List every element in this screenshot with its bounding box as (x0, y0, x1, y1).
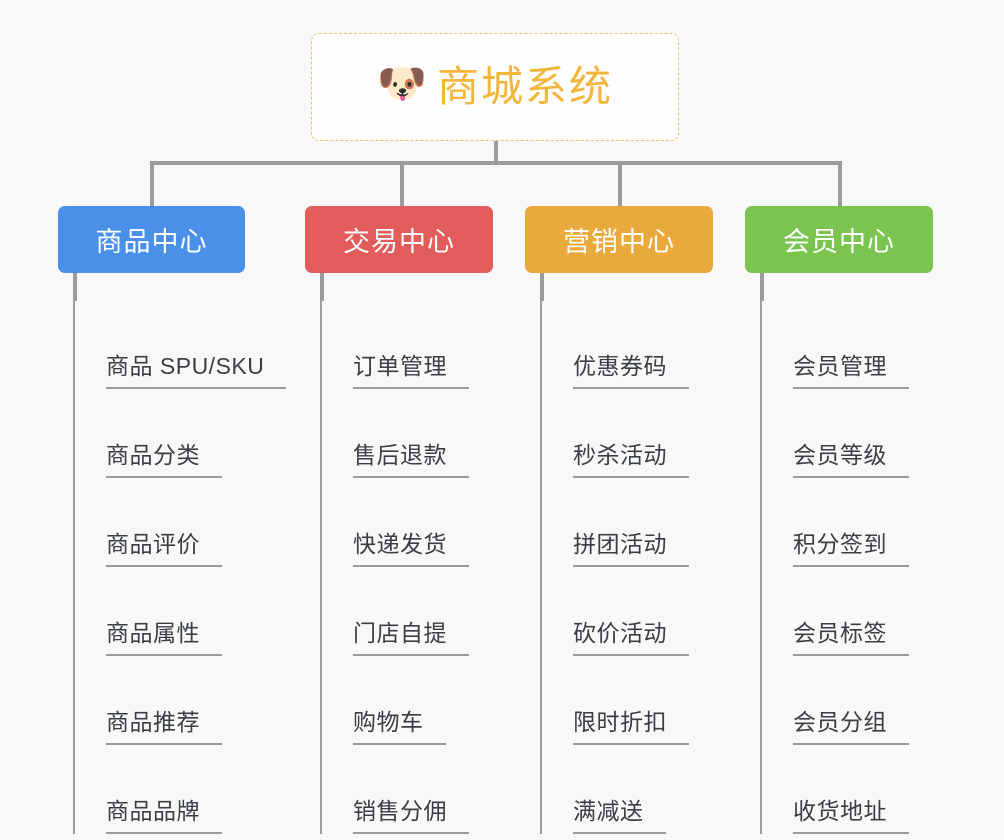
category-header-marketing[interactable]: 营销中心 (525, 206, 713, 273)
connector-root-stem (494, 141, 498, 165)
category-header-trade[interactable]: 交易中心 (305, 206, 493, 273)
list-item[interactable]: 会员标签 (762, 567, 955, 656)
leaf-label: 会员分组 (793, 711, 909, 745)
leaf-label: 商品推荐 (106, 711, 222, 745)
connector-category-stem-1 (73, 273, 77, 301)
list-item[interactable]: 商品品牌 (75, 745, 268, 834)
category-header-member[interactable]: 会员中心 (745, 206, 933, 273)
list-item[interactable]: 秒杀活动 (542, 389, 735, 478)
leaf-label: 满减送 (573, 800, 666, 834)
leaf-label: 会员管理 (793, 355, 909, 389)
list-item[interactable]: 商品分类 (75, 389, 268, 478)
connector-drop-4 (838, 161, 842, 207)
list-item[interactable]: 限时折扣 (542, 656, 735, 745)
dog-face-icon: 🐶 (376, 62, 427, 106)
connector-horizontal-bar (150, 161, 842, 165)
leaf-label: 收货地址 (793, 800, 909, 834)
leaf-list-marketing: 优惠券码 秒杀活动 拼团活动 砍价活动 限时折扣 满减送 (540, 300, 735, 834)
leaf-label: 秒杀活动 (573, 444, 689, 478)
list-item[interactable]: 商品属性 (75, 567, 268, 656)
list-item[interactable]: 优惠券码 (542, 300, 735, 389)
list-item[interactable]: 销售分佣 (322, 745, 515, 834)
connector-category-stem-4 (760, 273, 764, 301)
leaf-label: 商品品牌 (106, 800, 222, 834)
leaf-list-product: 商品 SPU/SKU 商品分类 商品评价 商品属性 商品推荐 商品品牌 (73, 300, 287, 834)
leaf-label: 快递发货 (353, 533, 469, 567)
list-item[interactable]: 收货地址 (762, 745, 955, 834)
leaf-label: 订单管理 (353, 355, 469, 389)
list-item[interactable]: 商品推荐 (75, 656, 268, 745)
category-column-product: 商品中心 商品 SPU/SKU 商品分类 商品评价 商品属性 商品推荐 商品品牌 (58, 206, 287, 834)
leaf-label: 商品评价 (106, 533, 222, 567)
leaf-label: 购物车 (353, 711, 446, 745)
leaf-label: 会员标签 (793, 622, 909, 656)
list-item[interactable]: 售后退款 (322, 389, 515, 478)
category-header-product[interactable]: 商品中心 (58, 206, 245, 273)
list-item[interactable]: 门店自提 (322, 567, 515, 656)
connector-category-stem-2 (320, 273, 324, 301)
leaf-label: 限时折扣 (573, 711, 689, 745)
leaf-label: 商品 SPU/SKU (106, 355, 287, 389)
list-item[interactable]: 商品 SPU/SKU (75, 300, 287, 389)
connector-category-stem-3 (540, 273, 544, 301)
list-item[interactable]: 积分签到 (762, 478, 955, 567)
list-item[interactable]: 砍价活动 (542, 567, 735, 656)
leaf-label: 销售分佣 (353, 800, 469, 834)
list-item[interactable]: 满减送 (542, 745, 735, 834)
connector-drop-2 (400, 161, 404, 207)
list-item[interactable]: 会员管理 (762, 300, 955, 389)
category-column-marketing: 营销中心 优惠券码 秒杀活动 拼团活动 砍价活动 限时折扣 满减送 (525, 206, 735, 834)
list-item[interactable]: 会员分组 (762, 656, 955, 745)
leaf-label: 门店自提 (353, 622, 469, 656)
leaf-label: 会员等级 (793, 444, 909, 478)
leaf-label: 优惠券码 (573, 355, 689, 389)
category-column-trade: 交易中心 订单管理 售后退款 快递发货 门店自提 购物车 销售分佣 (305, 206, 515, 834)
connector-drop-1 (150, 161, 154, 207)
leaf-label: 售后退款 (353, 444, 469, 478)
category-column-member: 会员中心 会员管理 会员等级 积分签到 会员标签 会员分组 收货地址 (745, 206, 955, 834)
leaf-label: 商品属性 (106, 622, 222, 656)
list-item[interactable]: 会员等级 (762, 389, 955, 478)
leaf-list-trade: 订单管理 售后退款 快递发货 门店自提 购物车 销售分佣 (320, 300, 515, 834)
leaf-list-member: 会员管理 会员等级 积分签到 会员标签 会员分组 收货地址 (760, 300, 955, 834)
leaf-label: 积分签到 (793, 533, 909, 567)
list-item[interactable]: 购物车 (322, 656, 515, 745)
leaf-label: 商品分类 (106, 444, 222, 478)
root-node[interactable]: 🐶 商城系统 (311, 33, 679, 141)
list-item[interactable]: 快递发货 (322, 478, 515, 567)
list-item[interactable]: 商品评价 (75, 478, 268, 567)
leaf-label: 拼团活动 (573, 533, 689, 567)
root-title: 商城系统 (436, 63, 613, 110)
connector-drop-3 (618, 161, 622, 207)
list-item[interactable]: 订单管理 (322, 300, 515, 389)
list-item[interactable]: 拼团活动 (542, 478, 735, 567)
leaf-label: 砍价活动 (573, 622, 689, 656)
